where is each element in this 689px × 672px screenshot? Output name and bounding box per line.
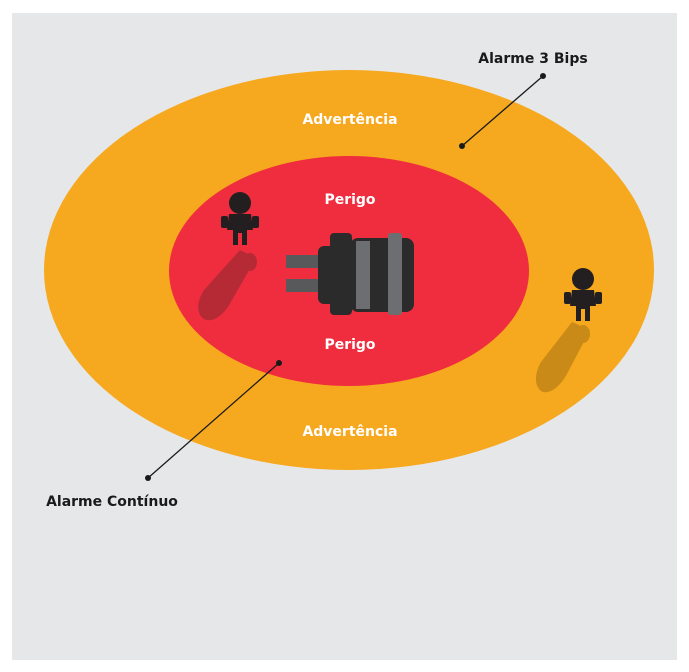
warning-zone-bottom-label: Advertência	[302, 424, 397, 440]
danger-zone-top-label: Perigo	[324, 192, 375, 208]
warning-zone-top-label: Advertência	[302, 112, 397, 128]
danger-callout-label: Alarme Contínuo	[46, 494, 178, 510]
warning-callout-label: Alarme 3 Bips	[478, 51, 587, 67]
danger-zone-bottom-label: Perigo	[324, 337, 375, 353]
